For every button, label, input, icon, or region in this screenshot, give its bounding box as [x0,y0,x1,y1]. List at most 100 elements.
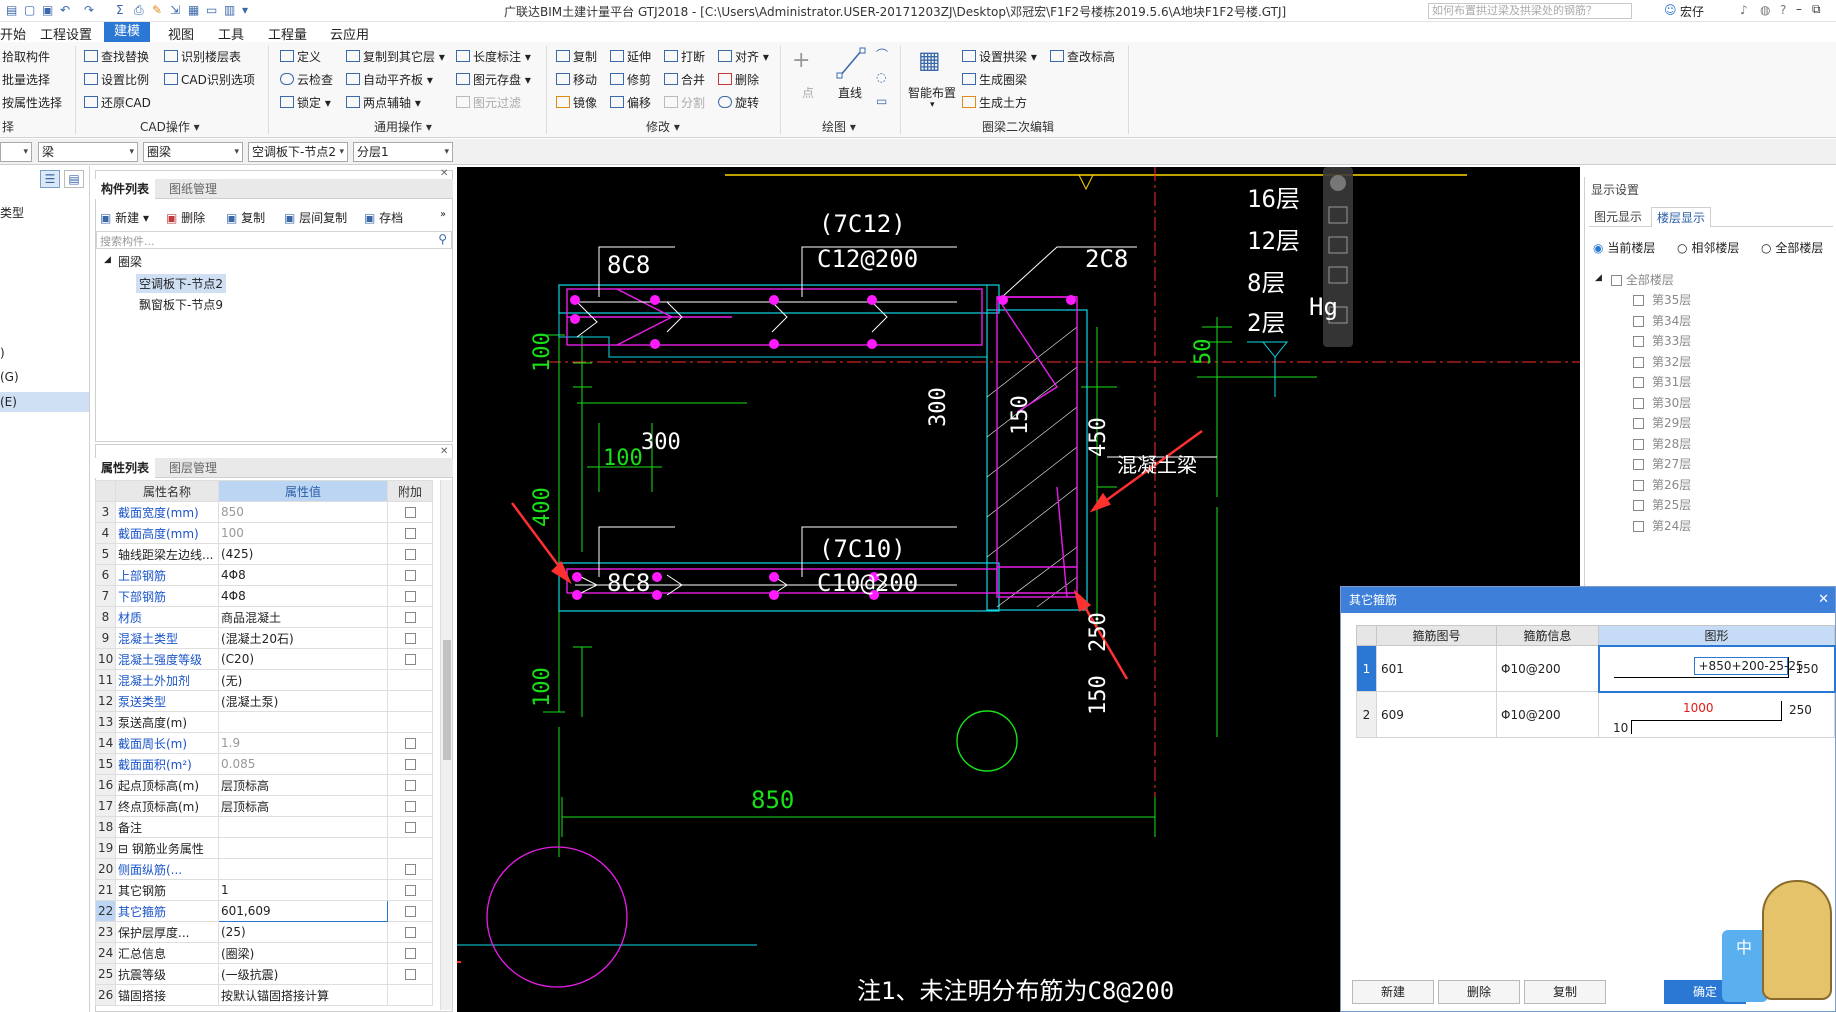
property-value[interactable]: 层顶标高 [218,795,388,817]
floor-checkbox[interactable] [1633,500,1644,511]
lock-button[interactable]: 锁定 ▾ [280,94,331,111]
tab-floor-display[interactable]: 楼层显示 [1651,207,1712,227]
property-value[interactable]: 按默认锚固搭接计算 [218,984,388,1006]
tree-collapse-icon[interactable]: ◢ [1595,273,1602,283]
menu-quantities[interactable]: 工程量 [268,28,308,43]
layer-select[interactable]: 分层1▾ [353,142,453,162]
dialog-delete-button[interactable]: 删除 [1438,980,1520,1004]
chat-icon[interactable]: ◍ [1760,3,1771,17]
new-file-icon[interactable]: ▤ [6,3,18,17]
edit-elevation-button[interactable]: 查改标高 [1050,48,1115,65]
user-avatar-icon[interactable]: ☺ [1664,3,1677,17]
property-value[interactable]: 4Φ8 [218,585,388,607]
property-value[interactable]: (圈梁) [218,942,388,964]
stirrup-info-cell[interactable]: Φ10@200 [1496,645,1599,692]
stirrup-info-cell[interactable]: Φ10@200 [1496,691,1599,738]
property-row[interactable]: 24 汇总信息(圈梁) [95,942,433,964]
qat-more-icon[interactable]: ▾ [242,3,249,17]
checkbox[interactable] [1611,275,1622,286]
addition-checkbox[interactable] [404,633,416,644]
component-search-input[interactable]: 搜索构件... ⚲ [96,231,452,249]
addition-checkbox[interactable] [404,864,416,875]
cad-options-button[interactable]: CAD识别选项 [164,71,255,88]
property-value[interactable]: (C20) [218,648,388,670]
tab-drawing-management[interactable]: 图纸管理 [169,182,218,196]
addition-checkbox[interactable] [404,885,416,896]
copy-button[interactable]: 复制 [556,48,597,65]
property-value[interactable]: 层顶标高 [218,774,388,796]
addition-checkbox[interactable] [404,591,416,602]
dialog-copy-button[interactable]: 复制 [1524,980,1606,1004]
auto-align-slab-button[interactable]: 自动平齐板 ▾ [346,71,433,88]
floor-item[interactable]: 第34层 [1633,312,1691,329]
addition-checkbox[interactable] [404,780,416,791]
radio-all-floors[interactable]: ○ 全部楼层 [1761,239,1823,256]
floor-checkbox[interactable] [1633,459,1644,470]
radio-current-floor[interactable]: ◉ 当前楼层 [1593,239,1655,256]
pick-component-button[interactable]: 拾取构件 [2,50,51,64]
property-value[interactable]: 4Φ8 [218,564,388,586]
two-point-axis-button[interactable]: 两点辅轴 ▾ [346,94,421,111]
break-button[interactable]: 打断 [664,48,705,65]
property-row[interactable]: 20 侧面纵筋(... [95,858,433,880]
set-arch-beam-button[interactable]: 设置拱梁 ▾ [962,48,1037,65]
property-row[interactable]: 25 抗震等级(一级抗震) [95,963,433,985]
property-value[interactable]: 0.085 [218,753,388,775]
addition-checkbox[interactable] [404,507,416,518]
property-row[interactable]: 23 保护层厚度...(25) [95,921,433,943]
help-icon[interactable]: ? [1780,3,1787,17]
floor-item[interactable]: 第31层 [1633,373,1691,390]
redo-icon[interactable]: ↷ [84,3,95,17]
nav-item-type[interactable]: 类型 [0,206,25,220]
property-value[interactable]: 1.9 [218,732,388,754]
component-select[interactable]: 空调板下-节点2▾ [248,142,348,162]
arc-icon[interactable]: ⌒ [876,48,889,62]
addition-checkbox[interactable] [404,654,416,665]
property-value[interactable]: 商品混凝土 [218,606,388,628]
screenshot-icon[interactable]: ▦ [188,3,200,17]
smart-layout-button[interactable]: 智能布置 [908,86,957,100]
floor-item[interactable]: 第32层 [1633,353,1691,370]
nav-item-g[interactable]: (G) [0,370,19,384]
type-select[interactable]: 圈梁▾ [143,142,243,162]
window-icon[interactable]: ▭ [206,3,218,17]
addition-checkbox[interactable] [404,948,416,959]
nav-item-e[interactable]: (E) [0,392,89,412]
floor-item[interactable]: 第35层 [1633,291,1691,308]
property-value[interactable]: (25) [218,921,388,943]
property-value[interactable]: (一级抗震) [218,963,388,985]
floor-checkbox[interactable] [1633,520,1644,532]
generate-ring-beam-button[interactable]: 生成圈梁 [962,71,1027,88]
rotate-button[interactable]: 旋转 [718,94,759,111]
export-icon[interactable]: ⇲ [170,3,181,17]
tree-root-ring-beam[interactable]: 圈梁 [118,255,143,269]
floor-item[interactable]: 第25层 [1633,496,1691,513]
tree-item-bay-window-node9[interactable]: 飘窗板下-节点9 [139,298,223,312]
addition-checkbox[interactable] [404,549,416,560]
floor-checkbox[interactable] [1633,315,1644,327]
addition-checkbox[interactable] [404,801,416,812]
floor-item[interactable]: 第30层 [1633,394,1691,411]
property-value[interactable] [218,816,388,838]
floor-item[interactable]: 第33层 [1633,332,1691,349]
pin-icon[interactable]: ▥ [224,3,236,17]
menu-cloud[interactable]: 云应用 [330,28,370,43]
copy-between-floors-button[interactable]: ▣ 层间复制 [284,209,347,226]
help-search-input[interactable]: 如何布置拱过梁及拱梁处的钢筋？ [1428,3,1632,19]
shape-right-value[interactable]: 250 [1789,702,1812,717]
define-button[interactable]: 定义 [280,48,321,65]
open-file-icon[interactable]: ▢ [24,3,36,17]
tab-element-display[interactable]: 图元显示 [1594,210,1643,224]
property-value[interactable]: (425) [218,543,388,565]
minimize-button[interactable]: – [1796,2,1802,16]
